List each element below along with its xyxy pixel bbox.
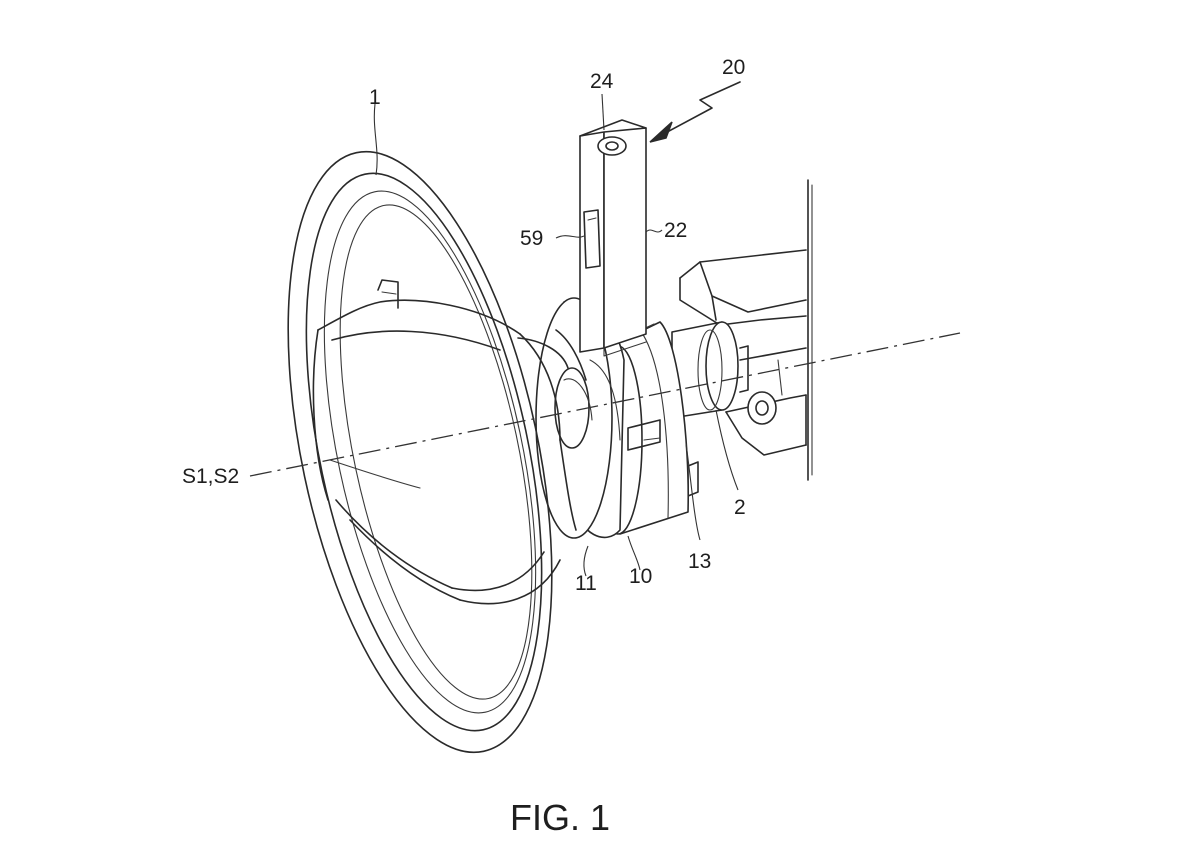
window-icon [583, 209, 601, 269]
label-axis: S1,S2 [182, 465, 239, 488]
label-column: 2 [734, 496, 746, 519]
label-assembly: 20 [722, 56, 745, 79]
column-shaft [671, 321, 749, 419]
label-steering-wheel: 1 [369, 86, 381, 109]
label-disk: 11 [575, 572, 597, 595]
label-window: 59 [520, 227, 543, 250]
leader-lines [373, 93, 739, 577]
arm [579, 119, 647, 357]
label-stop: 13 [688, 550, 711, 573]
label-housing: 10 [629, 565, 652, 588]
column-housing [679, 179, 813, 481]
knob-icon [597, 136, 627, 156]
steering-wheel [287, 150, 587, 754]
axis-line [249, 332, 961, 477]
label-knob: 24 [590, 70, 614, 93]
assembly-arrow [649, 81, 741, 143]
label-arm: 22 [664, 219, 687, 242]
figure-caption: FIG. 1 [510, 797, 610, 838]
bolt-icon [747, 391, 777, 425]
